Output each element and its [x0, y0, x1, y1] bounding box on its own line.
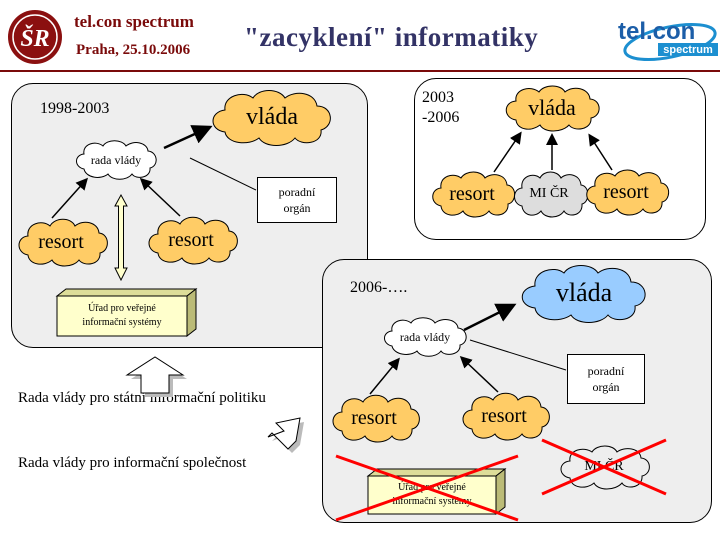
vlada-label: vláda — [246, 103, 298, 130]
vlada-label: vláda — [555, 278, 613, 307]
rada-vlady-cloud-2006: rada vlády — [380, 314, 470, 360]
vlada-cloud-2006: vláda — [514, 261, 654, 325]
cloud-shape-icon — [462, 392, 550, 441]
rada-vlady-label: rada vlády — [399, 329, 451, 344]
mi-cr-cloud-2006: MI ČR — [556, 442, 652, 492]
resort-right-cloud-1998: resort — [144, 213, 238, 267]
cloud-shape-icon — [76, 140, 157, 180]
svg-text:ŠR: ŠR — [20, 25, 49, 52]
vlada-cloud-1998: vláda — [205, 86, 339, 148]
period-label-2006: 2006-…. — [350, 279, 408, 296]
resort-left-cloud-2006: resort — [328, 391, 420, 445]
cloud-shape-icon — [521, 265, 646, 323]
urad-label-2006: Úřad pro veřejné informační systémy — [392, 482, 472, 507]
cloud-shape-icon — [586, 169, 670, 216]
cloud-shape-icon — [212, 90, 331, 146]
mi-cr-label: MI ČR — [529, 186, 569, 201]
mi-cr-label: MI ČR — [584, 459, 624, 474]
resort-label: resort — [38, 230, 84, 253]
resort-label: resort — [351, 406, 397, 429]
header-divider — [0, 70, 720, 72]
cloud-shape-icon — [332, 394, 420, 443]
conference-date: Praha, 25.10.2006 — [76, 42, 191, 58]
diagonal-block-arrow-icon — [267, 417, 304, 453]
slide-title: "zacyklení" informatiky — [244, 22, 539, 52]
resort-right-cloud-2003: resort — [582, 166, 670, 218]
resort-label: resort — [449, 182, 495, 205]
conference-name: tel.con spectrum — [74, 12, 194, 31]
resort-label: resort — [168, 228, 214, 251]
resort-label: resort — [603, 180, 649, 203]
cloud-shape-icon — [384, 317, 467, 357]
vlada-cloud-2003: vláda — [500, 82, 604, 134]
cloud-shape-icon — [18, 218, 108, 267]
rada-vlady-label: rada vlády — [90, 152, 142, 167]
resort-left-cloud-1998: resort — [14, 215, 108, 269]
cloud-shape-icon — [148, 216, 238, 265]
resort-right-cloud-2006: resort — [458, 389, 550, 443]
urad-label-1998: Úřad pro veřejné informační systémy — [82, 303, 162, 328]
rada-sip-label: Rada vlády pro státní informační politik… — [18, 390, 266, 406]
cloud-shape-icon — [514, 171, 589, 218]
conference-header: ŠR tel.con spectrum Praha, 25.10.2006 — [0, 0, 228, 70]
poradni-organ-box-1998: poradní orgán — [257, 177, 337, 223]
cloud-shape-icon — [432, 171, 516, 218]
poradni-organ-box-2006: poradní orgán — [567, 354, 645, 404]
period-label-2003-2006: 2003 -2006 — [422, 89, 460, 126]
cloud-shape-icon — [505, 85, 600, 132]
rada-vlady-cloud-1998: rada vlády — [72, 137, 160, 183]
vlada-label: vláda — [528, 95, 576, 120]
mi-cr-cloud-2003: MI ČR — [510, 168, 589, 220]
svg-text:tel.con: tel.con — [618, 18, 695, 45]
period-label-1998-2003: 1998-2003 — [40, 100, 110, 117]
rada-is-label: Rada vlády pro informační společnost — [18, 455, 247, 471]
resort-label: resort — [481, 404, 527, 427]
svg-text:spectrum: spectrum — [663, 44, 713, 56]
resort-left-cloud-2003: resort — [428, 168, 516, 220]
telcon-spectrum-logo-icon: tel.con spectrum — [618, 18, 718, 62]
conference-logo-icon: ŠR — [8, 10, 62, 64]
